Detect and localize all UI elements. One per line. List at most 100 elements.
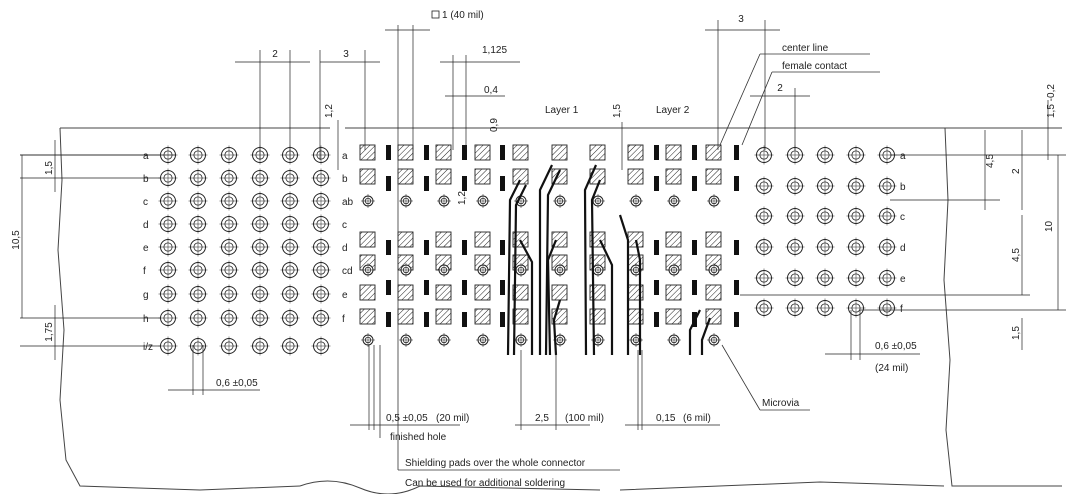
shield-bar <box>692 145 697 160</box>
pcb-trace <box>546 239 558 356</box>
round-pad-icon <box>250 191 270 211</box>
square-pad-icon <box>627 231 644 248</box>
round-pad-icon <box>437 263 451 277</box>
row-label-left: f <box>143 266 146 277</box>
round-pad-icon <box>158 308 178 328</box>
shield-bar <box>692 240 697 255</box>
top-dimensions: 2 3 1 (40 mil) 1,125 0,4 1,2 1,5 0,9 1,2… <box>235 10 1057 205</box>
shield-bar <box>462 240 467 255</box>
round-pad-icon <box>667 263 681 277</box>
shield-bar <box>734 145 739 160</box>
round-pad-icon <box>707 333 721 347</box>
square-pad-icon <box>435 284 452 301</box>
shield-bar <box>462 280 467 295</box>
round-pad-icon <box>311 145 331 165</box>
round-pad-icon <box>250 237 270 257</box>
row-label-mid: a <box>342 151 348 162</box>
round-pad-icon <box>846 298 866 318</box>
pcb-trace <box>634 239 642 355</box>
round-pad-icon <box>846 145 866 165</box>
middle-pad-array <box>359 144 739 347</box>
dim-top-09: 0,9 <box>489 118 500 132</box>
square-pad-icon <box>551 144 568 161</box>
round-pad-icon <box>280 168 300 188</box>
round-pad-icon <box>158 214 178 234</box>
square-pad-icon <box>665 284 682 301</box>
row-label-left: b <box>143 174 149 185</box>
row-label-left: g <box>143 290 149 301</box>
row-label-right: f <box>900 304 903 315</box>
bottom-dimensions: 0,6 ±0,05 0,5 ±0,05 (20 mil) 2,5 (100 mi… <box>168 310 920 430</box>
round-pad-icon <box>311 308 331 328</box>
shield-bar <box>424 312 429 327</box>
square-pad-icon <box>435 168 452 185</box>
row-label-mid: d <box>342 243 348 254</box>
round-pad-icon <box>280 260 300 280</box>
round-pad-icon <box>754 268 774 288</box>
round-pad-icon <box>280 308 300 328</box>
row-label-left: i/z <box>143 342 153 353</box>
row-label-left: c <box>143 197 148 208</box>
dim-left-3: 1,75 <box>44 322 55 342</box>
dim-bottom-06-right: 0,6 ±0,05 <box>875 341 917 352</box>
callout-female-contact: female contact <box>782 61 847 72</box>
round-pad-icon <box>846 237 866 257</box>
row-label-right: d <box>900 243 906 254</box>
round-pad-icon <box>361 263 375 277</box>
square-pad-icon <box>435 308 452 325</box>
pcb-trace <box>512 184 527 356</box>
shield-bar <box>386 312 391 327</box>
round-pad-icon <box>250 214 270 234</box>
dim-top-2-right: 2 <box>777 83 783 94</box>
row-label-left: h <box>143 314 149 325</box>
round-pad-icon <box>280 237 300 257</box>
dim-top-1125: 1,125 <box>482 45 507 56</box>
shield-bar <box>692 280 697 295</box>
layer1-label: Layer 1 <box>545 105 579 116</box>
dim-bottom-015: 0,15 <box>656 413 676 424</box>
shield-bar <box>734 312 739 327</box>
row-label-mid: cd <box>342 266 353 277</box>
square-pad-icon <box>359 144 376 161</box>
square-pad-icon <box>589 144 606 161</box>
shield-bar <box>654 240 659 255</box>
round-pad-icon <box>311 214 331 234</box>
round-pad-icon <box>877 176 897 196</box>
square-pad-icon <box>397 231 414 248</box>
shield-bar <box>386 240 391 255</box>
pcb-trace <box>618 214 630 355</box>
round-pad-icon <box>815 298 835 318</box>
round-pad-icon <box>311 336 331 356</box>
round-pad-icon <box>250 308 270 328</box>
dim-right-2: 2 <box>1011 168 1022 174</box>
row-label-left: a <box>143 151 149 162</box>
shield-bar <box>386 145 391 160</box>
square-pad-icon <box>705 231 722 248</box>
row-label-mid: c <box>342 220 347 231</box>
square-pad-icon <box>705 284 722 301</box>
round-pad-icon <box>846 268 866 288</box>
row-label-mid: f <box>342 314 345 325</box>
round-pad-icon <box>399 333 413 347</box>
round-pad-icon <box>188 336 208 356</box>
dim-top-1mil: 1 (40 mil) <box>442 10 484 21</box>
square-pad-icon <box>359 308 376 325</box>
round-pad-icon <box>280 284 300 304</box>
shield-bar <box>386 176 391 191</box>
round-pad-icon <box>754 206 774 226</box>
row-label-right: e <box>900 274 906 285</box>
callout-microvia: Microvia <box>762 398 800 409</box>
round-pad-icon <box>877 237 897 257</box>
shield-bar <box>424 240 429 255</box>
round-pad-icon <box>361 333 375 347</box>
round-pad-icon <box>754 176 774 196</box>
round-pad-icon <box>188 191 208 211</box>
round-pad-icon <box>785 237 805 257</box>
round-pad-icon <box>219 260 239 280</box>
dim-top-12b: 1,2 <box>457 191 468 205</box>
round-pad-icon <box>188 145 208 165</box>
round-pad-icon <box>514 263 528 277</box>
pcb-trace <box>538 164 553 355</box>
square-pad-icon <box>397 284 414 301</box>
